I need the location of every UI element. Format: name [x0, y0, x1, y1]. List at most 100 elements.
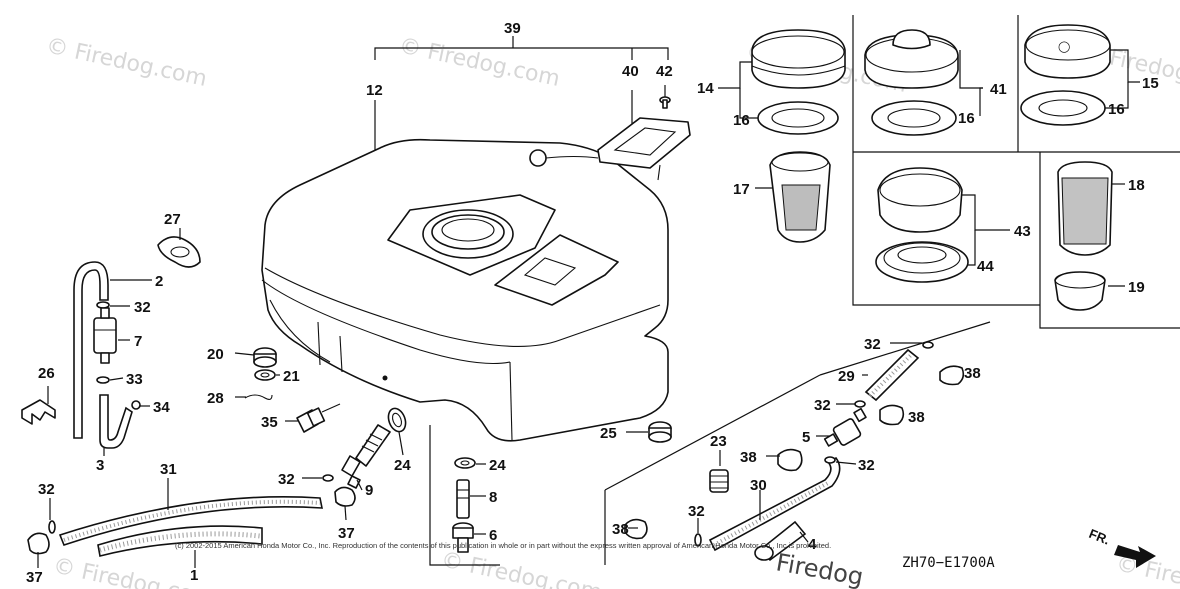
callout-16: 16 [958, 110, 975, 127]
svg-text:◯: ◯ [1058, 40, 1070, 53]
clip-33 [96, 376, 110, 384]
callout-7: 7 [134, 333, 142, 350]
callout-2: 2 [155, 273, 163, 290]
drain-bolt-35 [296, 403, 341, 433]
fuel-cap-14 [751, 29, 846, 89]
fuel-tube-4 [754, 520, 807, 562]
callout-35: 35 [261, 414, 278, 431]
callout-32: 32 [278, 471, 295, 488]
cap-gasket-16b [871, 100, 957, 136]
clip-32g [694, 533, 702, 547]
hose-clip-37a [334, 486, 356, 507]
callout-17: 17 [733, 181, 750, 198]
hose-clip-27 [157, 236, 201, 268]
clip-32f [824, 456, 836, 464]
callout-14: 14 [697, 80, 714, 97]
group-bracket-lines [374, 15, 1180, 566]
callout-24: 24 [394, 457, 411, 474]
fuel-cap-15: ◯ [1024, 24, 1111, 79]
callout-37: 37 [338, 525, 355, 542]
strainer-18 [1057, 161, 1113, 256]
fuel-filter-5 [823, 407, 867, 447]
callout-1: 1 [190, 567, 198, 584]
screw-42 [659, 96, 671, 109]
clip-34 [131, 400, 141, 410]
fuel-cap-41 [864, 29, 959, 89]
callout-25: 25 [600, 425, 617, 442]
strainer-ring-19 [1054, 271, 1106, 311]
callout-6: 6 [489, 527, 497, 544]
callout-8: 8 [489, 489, 497, 506]
callout-32: 32 [134, 299, 151, 316]
callout-12: 12 [366, 82, 383, 99]
hose-clip-37b [27, 532, 50, 555]
callout-32: 32 [814, 397, 831, 414]
callout-42: 42 [656, 63, 673, 80]
fuel-tube-29 [864, 348, 920, 402]
clip-32e [854, 400, 866, 408]
callout-43: 43 [1014, 223, 1031, 240]
clip-32d [922, 341, 934, 349]
direction-label: FR. [1087, 526, 1112, 548]
callout-16: 16 [733, 112, 750, 129]
callout-32: 32 [688, 503, 705, 520]
bolt-8 [456, 479, 470, 519]
callout-32: 32 [38, 481, 55, 498]
grommet-20 [253, 347, 277, 368]
callout-37: 37 [26, 569, 43, 586]
cap-gasket-16c [1020, 90, 1106, 126]
callout-34: 34 [153, 399, 170, 416]
callout-leaders [37, 228, 922, 568]
gasket-24a [387, 407, 407, 433]
strainer-17 [769, 151, 831, 243]
fuel-tube-1 [97, 525, 263, 557]
nut-6 [452, 522, 474, 553]
callout-27: 27 [164, 211, 181, 228]
callout-40: 40 [622, 63, 639, 80]
watermark-text: © Firedog.com [397, 33, 562, 91]
callout-3: 3 [96, 457, 104, 474]
callout-16: 16 [1108, 101, 1125, 118]
callout-24: 24 [489, 457, 506, 474]
callout-28: 28 [207, 390, 224, 407]
callout-38: 38 [740, 449, 757, 466]
callout-30: 30 [750, 477, 767, 494]
callout-18: 18 [1128, 177, 1145, 194]
clip-32b [322, 474, 334, 482]
cap-seal-44 [875, 241, 969, 283]
clip-32a [96, 301, 110, 309]
callout-19: 19 [1128, 279, 1145, 296]
watermark-large-text: Firedog [774, 548, 866, 589]
fuel-tube-2 [73, 261, 109, 439]
fuel-filter-7 [93, 307, 117, 364]
callout-23: 23 [710, 433, 727, 450]
hose-clip-38a [624, 518, 648, 540]
callout-29: 29 [838, 368, 855, 385]
fuel-tube-3 [99, 394, 133, 449]
fuel-gauge [529, 117, 691, 181]
cap-gasket-16a [757, 101, 839, 135]
callout-26: 26 [38, 365, 55, 382]
callout-9: 9 [365, 482, 373, 499]
fuel-cap-43 [877, 167, 963, 233]
hose-clip-38c [939, 365, 965, 386]
washer-21 [254, 369, 276, 381]
grommet-25 [648, 421, 672, 443]
hose-clip-38b [777, 448, 803, 472]
hose-clip-38d [879, 404, 905, 426]
fuel-cock-9 [341, 424, 391, 489]
callout-20: 20 [207, 346, 224, 363]
callout-31: 31 [160, 461, 177, 478]
callout-38: 38 [612, 521, 629, 538]
watermark-text: © Firedog.com [439, 547, 604, 589]
callout-labels: 39 12 40 42 14 16 17 41 16 43 44 15 16 1… [26, 20, 1159, 586]
callout-15: 15 [1142, 75, 1159, 92]
spring-28 [244, 394, 273, 400]
callout-41: 41 [990, 81, 1007, 98]
washer-24b [454, 457, 476, 469]
callout-39: 39 [504, 20, 521, 37]
watermark-text: © Firedog.com [44, 33, 209, 91]
fuel-tube-31 [58, 496, 323, 546]
callout-38: 38 [964, 365, 981, 382]
